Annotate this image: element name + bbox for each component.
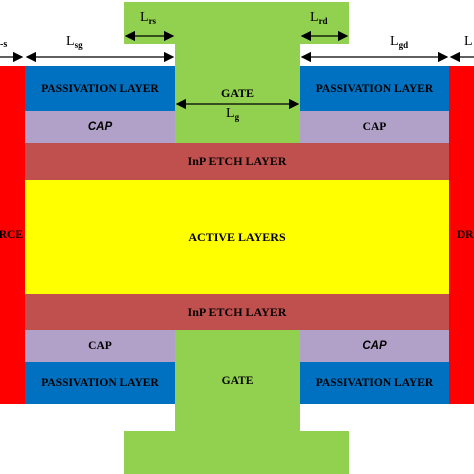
passivation-layer-bottom-left: PASSIVATION LAYER [25,362,175,404]
lrd-label: Lrd [310,10,328,26]
passivation-layer-bottom-right: PASSIVATION LAYER [300,362,449,404]
cap-bottom-right-label: CAP [362,340,387,352]
gate-bottom-label: GATE [221,374,254,387]
active-layers: ACTIVE LAYERS [25,180,449,294]
gate-stem-bottom: GATE [175,330,300,431]
passivation-bottom-left-label: PASSIVATION LAYER [41,377,159,389]
cap-top-left-label: CAP [87,121,113,133]
inp-etch-bottom-label: InP ETCH LAYER [187,304,287,319]
source-label: RCE [0,229,23,241]
passivation-layer-top-left: PASSIVATION LAYER [25,66,175,111]
inp-etch-layer-top: InP ETCH LAYER [25,143,449,180]
passivation-top-left-label: PASSIVATION LAYER [41,82,159,95]
ld-partial-label: L [464,34,473,49]
passivation-layer-top-right: PASSIVATION LAYER [300,66,449,111]
drain-contact: DR [449,66,474,404]
lrs-label: Lrs [140,10,157,26]
cap-layer-top-right: CAP [300,111,449,143]
cap-layer-bottom-left: CAP [25,330,175,362]
passivation-top-right-label: PASSIVATION LAYER [315,82,434,95]
cap-bottom-left-label: CAP [88,340,112,352]
lgd-label: Lgd [390,34,409,50]
gate-stem-top [175,44,300,143]
gate-pad-bottom [124,431,349,474]
cap-layer-bottom-right: CAP [300,330,449,362]
cap-top-right-label: CAP [362,121,387,133]
drain-label: DR [457,229,474,241]
inp-etch-top-label: InP ETCH LAYER [187,154,287,168]
lg-label: Lg [226,106,240,122]
source-contact: RCE [0,66,25,404]
inp-etch-layer-bottom: InP ETCH LAYER [25,294,449,330]
lsg-label: Lsg [66,34,83,50]
active-layers-label: ACTIVE LAYERS [188,229,286,244]
gate-top-label: GATE [220,86,255,100]
cap-layer-top-left: CAP [25,111,175,143]
ls-partial-label: -s [0,39,8,50]
passivation-bottom-right-label: PASSIVATION LAYER [315,377,434,389]
